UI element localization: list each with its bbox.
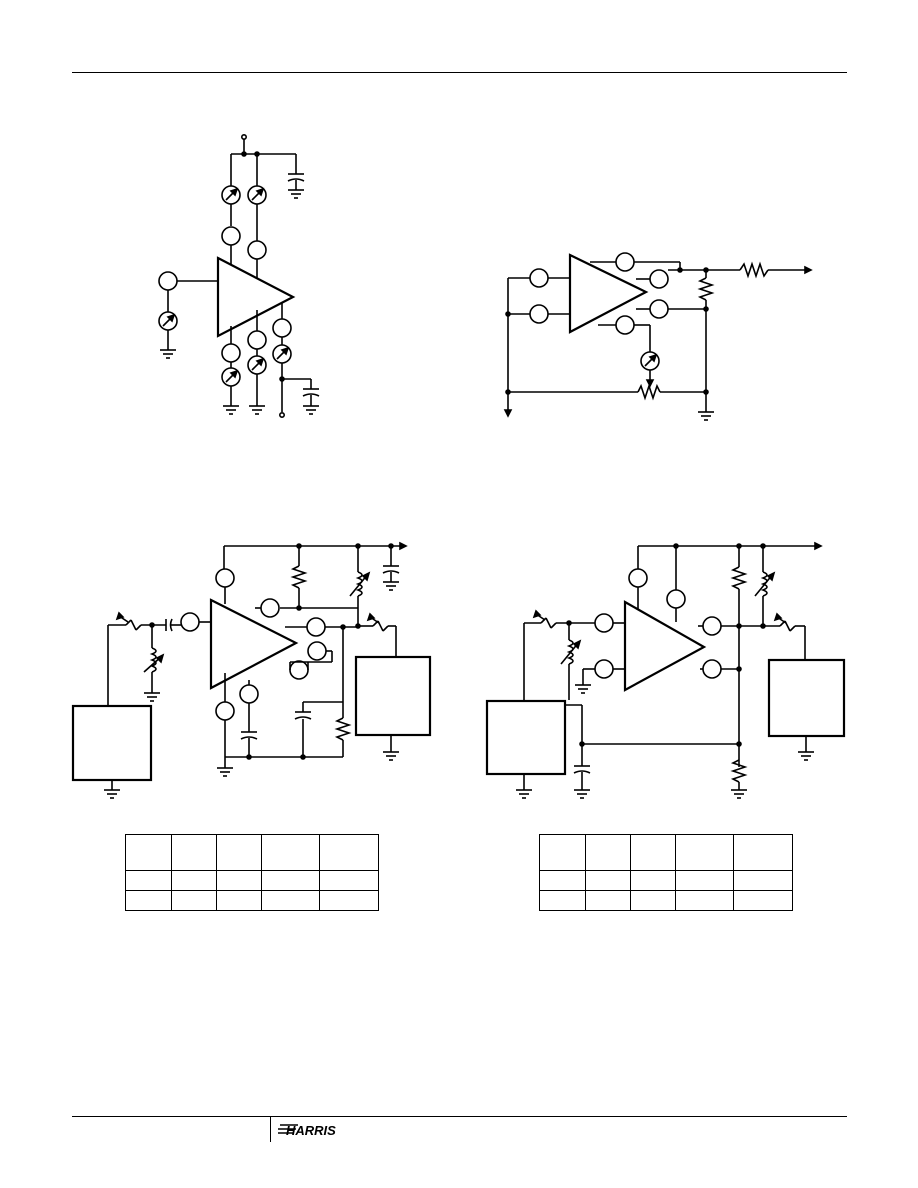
table-cell [215, 834, 262, 871]
table-header-row [124, 834, 380, 871]
table-cell [732, 870, 794, 891]
schematic-meter-bias-circuit [158, 134, 320, 418]
table-cell [260, 834, 320, 871]
schematic-resistor-network-circuit [503, 252, 813, 421]
signal-generator-box [71, 704, 153, 782]
harris-logo: HARRIS [278, 1123, 336, 1138]
ammeter-icon [272, 344, 292, 364]
table-row [538, 890, 794, 911]
test-conditions-table-right [538, 834, 794, 911]
table-cell [674, 834, 734, 871]
table-cell [674, 890, 734, 911]
schematic-test-circuit-left [71, 541, 432, 799]
table-row [538, 870, 794, 891]
table-cell [215, 890, 262, 911]
table-cell [171, 870, 217, 891]
table-cell [538, 834, 587, 871]
spectrum-analyzer-box [354, 655, 432, 737]
ammeter-icon [158, 311, 178, 331]
header-rule [72, 72, 847, 73]
table-cell [260, 890, 320, 911]
table-cell [215, 870, 262, 891]
table-cell [732, 890, 794, 911]
table-cell [318, 870, 380, 891]
table-cell [629, 834, 676, 871]
table-cell [124, 870, 173, 891]
schematic-test-circuit-right [485, 541, 846, 799]
table-cell [674, 870, 734, 891]
table-cell [171, 890, 217, 911]
table-cell [629, 890, 676, 911]
table-cell [124, 890, 173, 911]
table-cell [538, 870, 587, 891]
ammeter-icon [247, 185, 267, 205]
table-cell [124, 834, 173, 871]
table-row [124, 890, 380, 911]
table-header-row [538, 834, 794, 871]
table-cell [585, 834, 631, 871]
ammeter-icon [247, 355, 267, 375]
ammeter-icon [221, 185, 241, 205]
table-cell [318, 834, 380, 871]
spectrum-analyzer-box [767, 658, 846, 738]
footer-rule [72, 1116, 847, 1117]
table-cell [260, 870, 320, 891]
ammeter-icon [640, 351, 660, 371]
table-row [124, 870, 380, 891]
table-cell [538, 890, 587, 911]
table-cell [585, 890, 631, 911]
table-cell [585, 870, 631, 891]
table-cell [171, 834, 217, 871]
test-conditions-table-left [124, 834, 380, 911]
table-cell [318, 890, 380, 911]
ammeter-icon [221, 367, 241, 387]
harris-logo-text: HARRIS [286, 1123, 336, 1138]
table-cell [629, 870, 676, 891]
table-cell [732, 834, 794, 871]
signal-generator-box [485, 699, 567, 776]
footer-divider [270, 1116, 271, 1142]
